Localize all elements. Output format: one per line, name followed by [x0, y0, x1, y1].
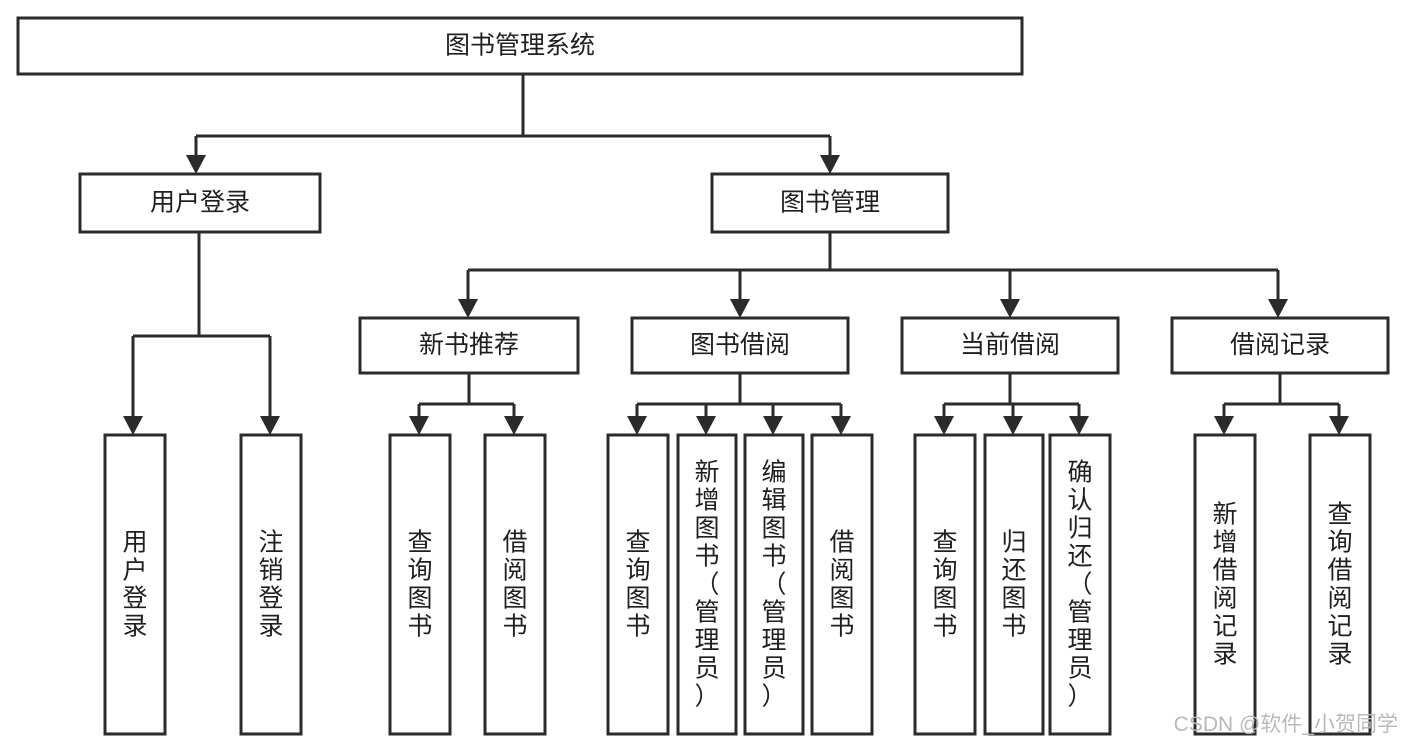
node-leaf-query-book-3[interactable]: 查询图书: [913, 433, 977, 736]
node-box-leaf-return-book[interactable]: [983, 433, 1045, 736]
book-manage-branch-3-arrowhead-icon: [1268, 299, 1288, 318]
node-label-current-borrow: 当前借阅: [960, 331, 1060, 359]
node-box-root[interactable]: [16, 16, 1024, 76]
node-label-book-borrow: 图书借阅: [690, 331, 790, 359]
node-box-leaf-borrow-book-2[interactable]: [810, 433, 874, 736]
current-borrow-branch-2-arrowhead-icon: [1069, 416, 1089, 435]
node-box-leaf-add-borrow-record[interactable]: [1193, 433, 1257, 736]
node-box-leaf-add-book[interactable]: [676, 433, 738, 736]
book-borrow-branch-3-arrowhead-icon: [831, 416, 851, 435]
node-label-borrow-record: 借阅记录: [1230, 331, 1330, 359]
new-book-recommend-branch-0-arrowhead-icon: [409, 416, 429, 435]
node-label-leaf-borrow-book-2: 借阅图书: [829, 528, 854, 640]
node-box-leaf-edit-book[interactable]: [743, 433, 805, 736]
nodes-layer: 图书管理系统用户登录图书管理新书推荐图书借阅当前借阅借阅记录用户登录注销登录查询…: [16, 16, 1390, 736]
node-label-leaf-add-book: 新增图书（管理员）: [694, 458, 719, 710]
book-borrow-branch-0-arrowhead-icon: [627, 416, 647, 435]
csdn-watermark: CSDN @软件_小贺同学: [1174, 713, 1398, 736]
node-leaf-add-book[interactable]: 新增图书（管理员）: [676, 433, 738, 736]
node-label-leaf-confirm-return: 确认归还（管理员）: [1067, 458, 1092, 710]
connectors-layer: [123, 74, 1349, 435]
node-leaf-return-book[interactable]: 归还图书: [983, 433, 1045, 736]
borrow-record-branch-0-arrowhead-icon: [1214, 416, 1234, 435]
node-label-leaf-query-book-3: 查询图书: [932, 528, 957, 640]
node-label-leaf-logout-login: 注销登录: [258, 528, 283, 640]
node-label-book-manage: 图书管理: [780, 189, 880, 217]
node-label-leaf-edit-book: 编辑图书（管理员）: [761, 458, 786, 710]
node-box-book-borrow[interactable]: [630, 316, 850, 375]
node-book-borrow[interactable]: 图书借阅: [630, 316, 850, 375]
book-manage-branch-2-arrowhead-icon: [1000, 299, 1020, 318]
node-box-user-login[interactable]: [78, 172, 322, 234]
node-root[interactable]: 图书管理系统: [16, 16, 1024, 76]
book-borrow-branch-2-arrowhead-icon: [763, 416, 783, 435]
node-leaf-query-borrow-record[interactable]: 查询借阅记录: [1308, 433, 1372, 736]
node-label-leaf-user-login: 用户登录: [122, 528, 147, 640]
node-leaf-confirm-return[interactable]: 确认归还（管理员）: [1048, 433, 1112, 736]
node-leaf-edit-book[interactable]: 编辑图书（管理员）: [743, 433, 805, 736]
node-user-login[interactable]: 用户登录: [78, 172, 322, 234]
borrow-record-branch-1-arrowhead-icon: [1329, 416, 1349, 435]
node-leaf-user-login[interactable]: 用户登录: [103, 433, 167, 736]
node-box-book-manage[interactable]: [710, 172, 950, 234]
node-leaf-borrow-book-1[interactable]: 借阅图书: [483, 433, 547, 736]
node-borrow-record[interactable]: 借阅记录: [1170, 316, 1390, 375]
node-box-leaf-query-book-2[interactable]: [606, 433, 670, 736]
user-login-branch-0-arrowhead-icon: [123, 416, 143, 435]
node-box-leaf-query-book-1[interactable]: [388, 433, 452, 736]
book-manage-branch-0-arrowhead-icon: [458, 299, 478, 318]
current-borrow-branch-1-arrowhead-icon: [1003, 416, 1023, 435]
node-box-leaf-query-borrow-record[interactable]: [1308, 433, 1372, 736]
book-manage-branch-1-arrowhead-icon: [730, 299, 750, 318]
node-label-leaf-query-borrow-record: 查询借阅记录: [1327, 500, 1352, 668]
node-leaf-logout-login[interactable]: 注销登录: [239, 433, 303, 736]
node-label-leaf-return-book: 归还图书: [1001, 528, 1026, 640]
node-box-leaf-query-book-3[interactable]: [913, 433, 977, 736]
node-box-leaf-logout-login[interactable]: [239, 433, 303, 736]
node-box-new-book-recommend[interactable]: [358, 316, 580, 375]
current-borrow-branch-0-arrowhead-icon: [934, 416, 954, 435]
node-label-root: 图书管理系统: [445, 32, 595, 60]
node-leaf-query-book-2[interactable]: 查询图书: [606, 433, 670, 736]
node-box-borrow-record[interactable]: [1170, 316, 1390, 375]
node-new-book-recommend[interactable]: 新书推荐: [358, 316, 580, 375]
node-label-user-login: 用户登录: [150, 189, 250, 217]
node-label-leaf-query-book-2: 查询图书: [625, 528, 650, 640]
node-box-leaf-borrow-book-1[interactable]: [483, 433, 547, 736]
node-leaf-borrow-book-2[interactable]: 借阅图书: [810, 433, 874, 736]
user-login-branch-1-arrowhead-icon: [260, 416, 280, 435]
node-label-leaf-borrow-book-1: 借阅图书: [502, 528, 527, 640]
root-branch-0-arrowhead-icon: [186, 155, 206, 174]
node-box-leaf-user-login[interactable]: [103, 433, 167, 736]
root-branch-1-arrowhead-icon: [820, 155, 840, 174]
node-label-leaf-add-borrow-record: 新增借阅记录: [1212, 500, 1237, 668]
node-label-new-book-recommend: 新书推荐: [419, 331, 519, 359]
node-current-borrow[interactable]: 当前借阅: [900, 316, 1120, 375]
book-borrow-branch-1-arrowhead-icon: [696, 416, 716, 435]
node-leaf-query-book-1[interactable]: 查询图书: [388, 433, 452, 736]
node-box-leaf-confirm-return[interactable]: [1048, 433, 1112, 736]
new-book-recommend-branch-1-arrowhead-icon: [504, 416, 524, 435]
node-book-manage[interactable]: 图书管理: [710, 172, 950, 234]
node-box-current-borrow[interactable]: [900, 316, 1120, 375]
node-leaf-add-borrow-record[interactable]: 新增借阅记录: [1193, 433, 1257, 736]
node-label-leaf-query-book-1: 查询图书: [407, 528, 432, 640]
